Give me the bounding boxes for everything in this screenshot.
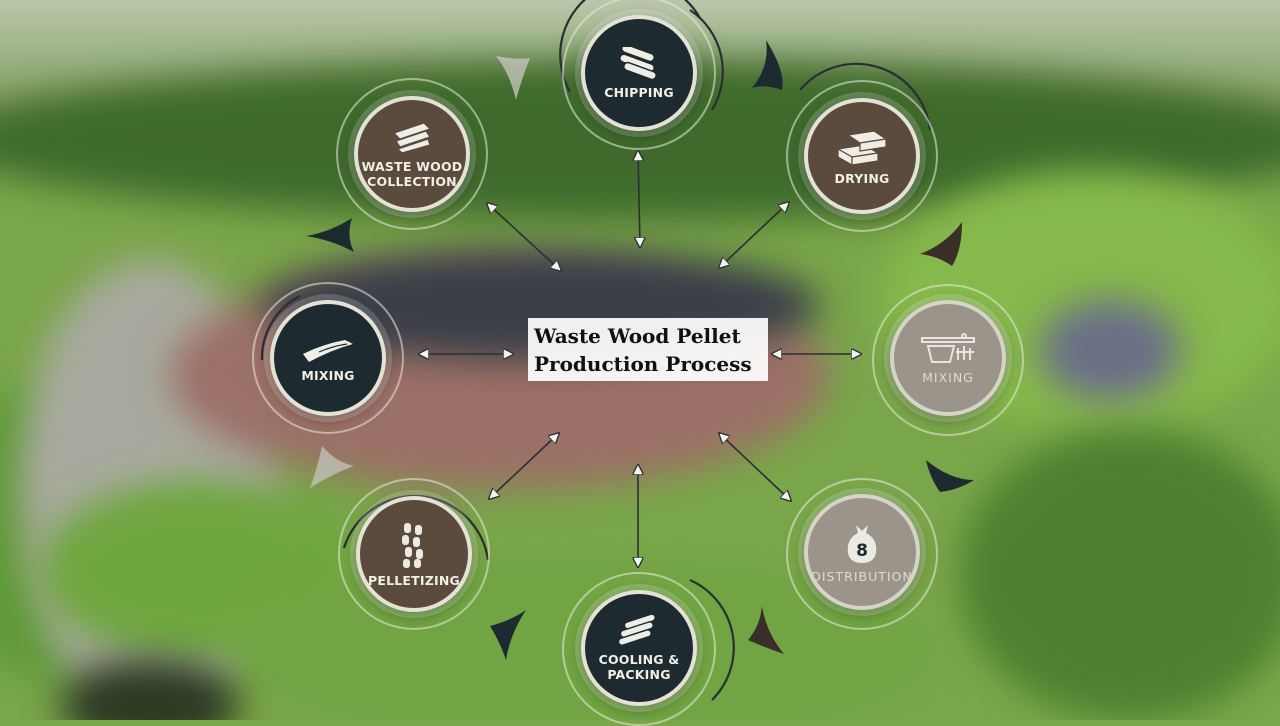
outer-arc-chipping (559, 0, 701, 93)
wedge-top-right (752, 40, 783, 90)
wedge-right-lower (926, 460, 974, 492)
ring-distribution (786, 478, 938, 630)
pellets-icon (402, 522, 423, 568)
diagram-title-line1: Waste Wood Pellet (534, 324, 741, 348)
wood-boards-icon (392, 122, 432, 154)
diagram-title-line2: Production Process (534, 352, 752, 376)
step-label: MIXING (301, 367, 355, 383)
step-label-line1: WASTE WOOD (361, 159, 463, 174)
lumber-stack-icon (836, 129, 888, 166)
step-waste-wood-collection: WASTE WOOD COLLECTION (354, 96, 470, 212)
wedge-left-lower (310, 446, 354, 488)
arrow-waste-wood (488, 204, 560, 270)
arrow-distribution (720, 434, 790, 500)
ring-mixing-right (872, 284, 1024, 436)
logs-icon (619, 46, 657, 80)
wedge-left-upper (306, 218, 354, 252)
step-label: DRYING (834, 170, 890, 186)
logs-bundle-icon (617, 614, 656, 646)
outer-arc-chipping-right (689, 9, 724, 111)
step-mixing-right: MIXING (890, 300, 1006, 416)
ring-pelletizing (338, 478, 490, 630)
step-mixing-left: MIXING (270, 300, 386, 416)
step-chipping: CHIPPING (581, 15, 697, 131)
wood-plank-icon (303, 339, 353, 362)
step-label-line1: COOLING & (598, 652, 680, 667)
step-cooling-packing: COOLING & PACKING (581, 590, 697, 706)
mixer-tank-icon (921, 332, 975, 363)
step-drying: DRYING (804, 98, 920, 214)
ring-waste-wood (336, 78, 488, 230)
ring-drying (786, 80, 938, 232)
wedge-top-left (496, 56, 530, 100)
arrow-drying (720, 203, 788, 267)
background-roof-right (1040, 300, 1180, 400)
arrow-pelletizing (490, 434, 558, 498)
outer-arc-cooling (689, 578, 735, 701)
arrow-chipping (638, 152, 640, 246)
wedge-bottom-right (748, 606, 784, 654)
step-pelletizing: PELLETIZING (356, 496, 472, 612)
step-distribution: 8 DISTRIBUTION (804, 494, 920, 610)
ring-chipping (562, 0, 716, 150)
step-label: DISTRIBUTION (811, 568, 913, 584)
outer-arc-drying (799, 62, 932, 131)
step-label: PELLETIZING (368, 572, 460, 588)
step-label: MIXING (922, 369, 974, 385)
ring-mixing-left (252, 282, 404, 434)
step-label-line2: COLLECTION (367, 174, 457, 189)
money-bag-icon: 8 (847, 524, 877, 563)
step-label: CHIPPING (604, 84, 674, 100)
wedge-bottom-left (490, 610, 526, 660)
distribution-number: 8 (856, 541, 868, 561)
background-trees-right (960, 430, 1280, 720)
wedge-right-upper (920, 222, 962, 266)
step-label-line2: PACKING (607, 667, 671, 682)
diagram-title: Waste Wood Pellet Production Process (528, 318, 768, 381)
